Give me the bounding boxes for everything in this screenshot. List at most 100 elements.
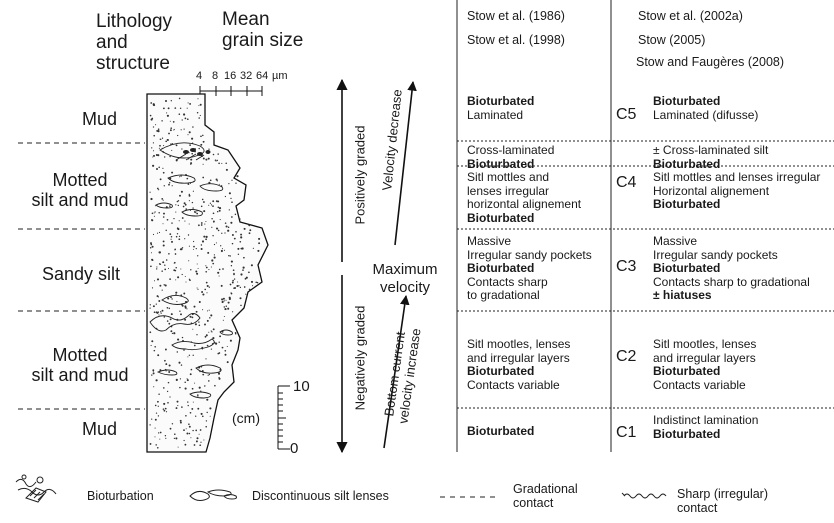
sediment-grain <box>174 269 177 272</box>
sediment-grain <box>154 418 157 421</box>
sediment-grain <box>215 242 217 244</box>
sediment-grain <box>224 232 226 234</box>
sediment-grain <box>151 287 154 289</box>
sediment-grain <box>225 299 227 301</box>
sediment-grain <box>245 276 248 279</box>
sediment-grain <box>158 300 161 302</box>
sediment-grain <box>200 412 203 415</box>
sediment-grain <box>184 318 187 321</box>
sediment-grain <box>210 204 213 206</box>
sediment-grain <box>190 368 193 371</box>
sediment-grain <box>180 175 182 177</box>
sediment-grain <box>222 268 224 270</box>
sediment-grain <box>160 311 162 313</box>
sediment-grain <box>177 405 179 407</box>
sediment-grain <box>223 306 226 308</box>
sediment-grain <box>214 159 217 161</box>
sediment-grain <box>162 216 165 218</box>
sediment-grain <box>187 134 189 136</box>
sediment-grain <box>204 385 206 387</box>
sediment-grain <box>173 269 175 271</box>
sediment-grain <box>161 120 163 122</box>
sediment-grain <box>202 134 204 137</box>
sediment-grain <box>233 278 236 280</box>
sediment-grain <box>155 303 157 305</box>
sediment-grain <box>153 349 156 352</box>
sediment-grain <box>188 194 191 197</box>
sediment-grain <box>208 269 210 271</box>
sediment-grain <box>152 142 155 144</box>
sediment-grain <box>218 341 220 343</box>
sediment-grain <box>225 225 228 228</box>
sediment-grain <box>175 211 177 213</box>
sediment-grain <box>197 288 199 290</box>
sediment-grain <box>231 179 233 181</box>
ref-stow-1986: Stow et al. (1986) <box>467 9 565 23</box>
sediment-grain <box>156 266 158 268</box>
sediment-grain <box>199 444 202 447</box>
sediment-grain <box>163 185 165 187</box>
sediment-grain <box>186 118 189 121</box>
sediment-grain <box>176 233 179 235</box>
lith-line: silt and mud <box>31 190 129 210</box>
sediment-grain <box>162 244 165 247</box>
sediment-grain <box>208 204 210 206</box>
sediment-grain <box>193 305 196 308</box>
sediment-grain <box>206 284 209 288</box>
sediment-grain <box>187 401 189 403</box>
sediment-grain <box>217 153 219 155</box>
sediment-grain <box>208 148 210 150</box>
sediment-grain <box>242 266 245 269</box>
sediment-grain <box>177 200 180 202</box>
sediment-grain <box>188 245 190 247</box>
sediment-grain <box>170 238 172 240</box>
facies-line: ± Cross-laminated silt <box>653 143 769 157</box>
ref-stow-faugeres-2008: Stow and Faugères (2008) <box>636 55 785 69</box>
sediment-grain <box>234 213 237 216</box>
sediment-grain <box>183 113 186 116</box>
sediment-grain <box>154 211 156 213</box>
sediment-grain <box>181 336 184 339</box>
sediment-grain <box>233 323 235 326</box>
sediment-grain <box>155 154 158 156</box>
sediment-grain <box>245 293 247 295</box>
sediment-grain <box>177 446 179 448</box>
sediment-grain <box>231 311 234 313</box>
sediment-grain <box>257 249 260 252</box>
sediment-grain <box>221 346 224 349</box>
facies-line: and irregular layers <box>653 350 756 365</box>
sediment-grain <box>228 209 230 211</box>
sediment-grain <box>218 183 220 185</box>
sediment-grain <box>183 292 186 295</box>
sediment-grain <box>168 364 171 367</box>
sediment-grain <box>172 121 175 123</box>
sediment-grain <box>256 281 259 284</box>
facies-line: Irregular sandy pockets <box>467 247 592 262</box>
sediment-grain <box>180 129 182 131</box>
sediment-grain <box>179 310 181 312</box>
sediment-grain <box>196 394 199 396</box>
sediment-grain <box>157 400 159 403</box>
facies-line: Bioturbated <box>467 94 535 108</box>
sediment-grain <box>152 369 155 372</box>
facies-line: Bioturbated <box>467 424 535 438</box>
sediment-grain <box>224 308 227 311</box>
sediment-grain <box>213 256 216 259</box>
sediment-grain <box>151 117 154 120</box>
sediment-grain <box>201 198 204 201</box>
facies-line: Sitl mottles and <box>467 170 550 185</box>
sediment-grain <box>173 217 175 220</box>
sediment-grain <box>170 127 172 129</box>
sediment-grain <box>164 348 167 351</box>
legend-sharp: Sharp (irregular) contact <box>677 487 768 515</box>
sediment-grain <box>168 307 171 310</box>
sediment-grain <box>200 244 203 246</box>
sediment-grain <box>205 420 208 422</box>
facies-line: Indistinct lamination <box>653 413 759 427</box>
sediment-grain <box>186 379 189 382</box>
sediment-grain <box>181 304 184 307</box>
sediment-grain <box>196 272 199 275</box>
sediment-grain <box>156 295 159 298</box>
facies-line: Contacts variable <box>467 377 560 392</box>
